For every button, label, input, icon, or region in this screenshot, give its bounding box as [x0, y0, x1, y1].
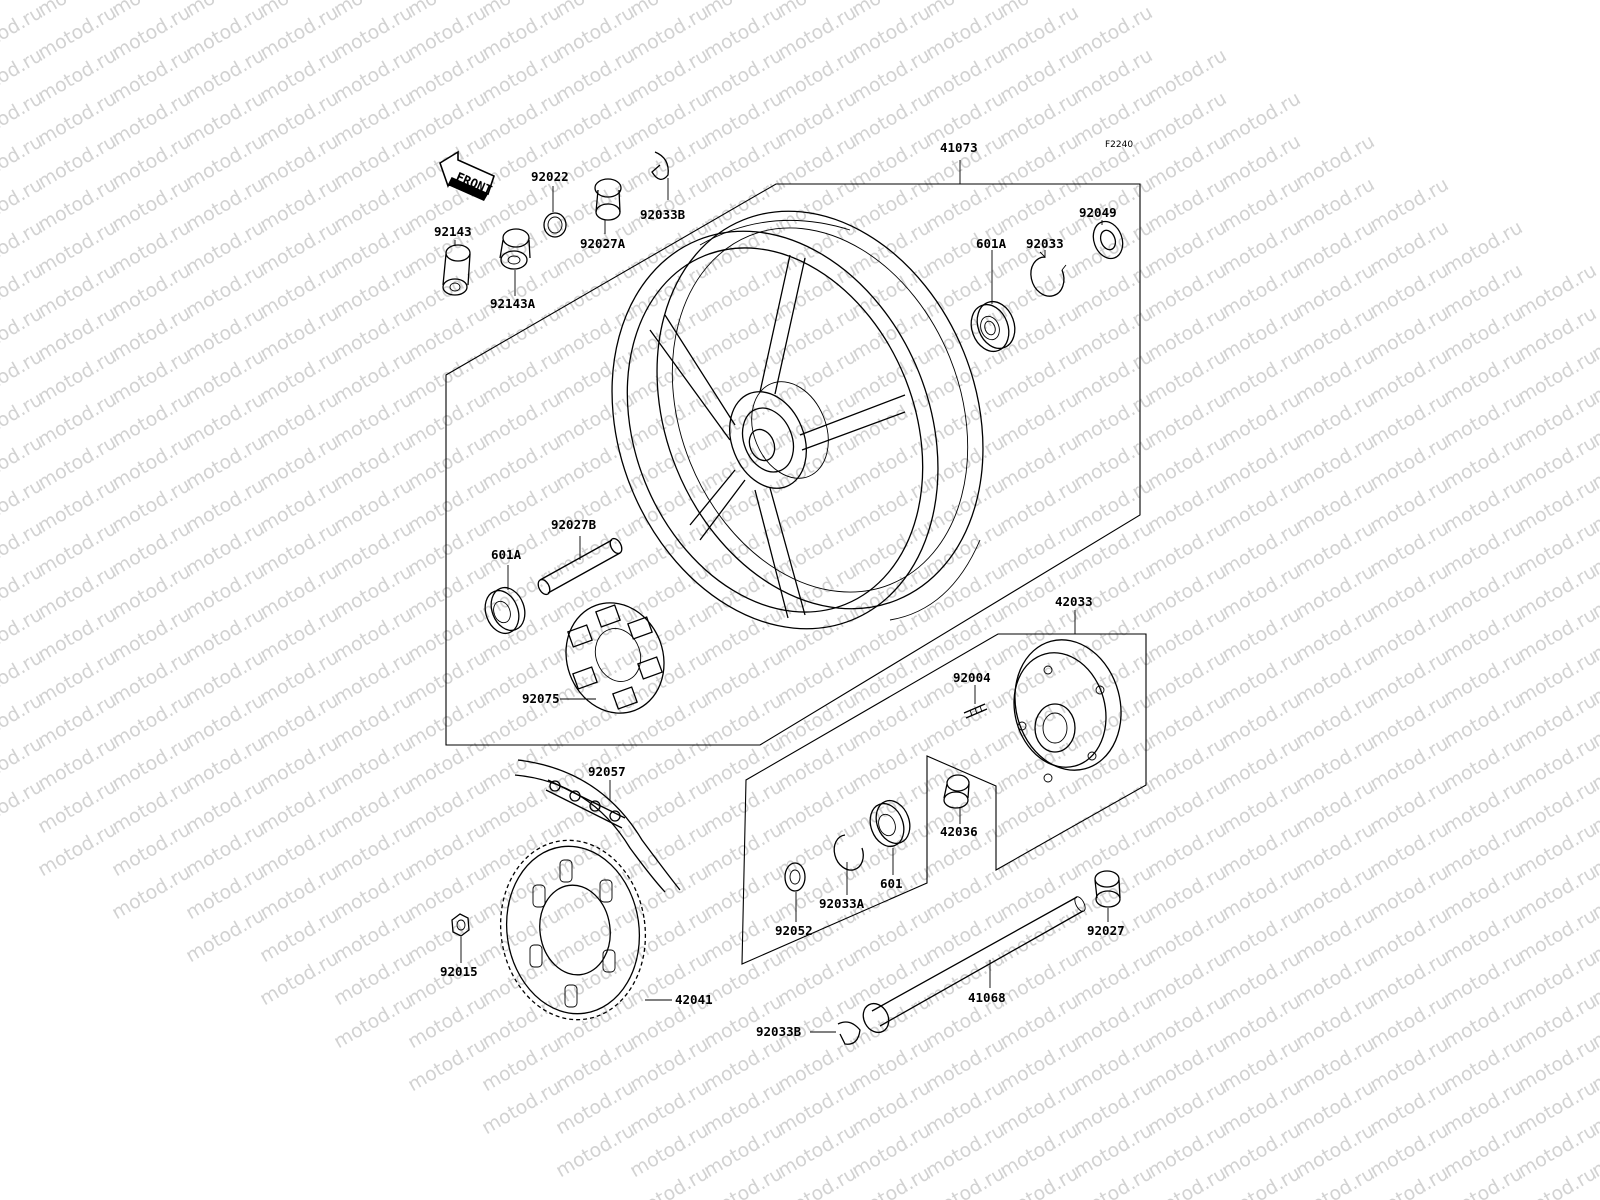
- damper-icon: [565, 602, 665, 714]
- chain-icon: [514, 759, 681, 893]
- part-label-92027A: 92027A: [580, 236, 626, 251]
- oil-seal-icon: [1092, 220, 1124, 260]
- axle-icon: [862, 896, 1086, 1034]
- part-label-92033A: 92033A: [819, 896, 865, 911]
- collar-axle-icon: [1094, 870, 1121, 908]
- collar-coupling-icon: [943, 774, 970, 809]
- front-arrow-icon: FRONT: [439, 150, 495, 201]
- bearing-right-icon: [970, 300, 1016, 353]
- circlip-icon: [1030, 251, 1067, 297]
- part-label-601: 601: [880, 876, 903, 891]
- collar-tube-icon: [537, 537, 623, 596]
- coupling-icon: [1013, 639, 1122, 783]
- part-label-92143A: 92143A: [490, 296, 536, 311]
- part-label-41068: 41068: [968, 990, 1006, 1005]
- part-label-92075: 92075: [522, 691, 560, 706]
- circlip-a-icon: [833, 834, 864, 871]
- part-label-92049: 92049: [1079, 205, 1117, 220]
- collar-icon: [442, 244, 471, 296]
- nut-icon: [451, 913, 470, 937]
- wheel-icon: [611, 210, 984, 630]
- part-label-92052: 92052: [775, 923, 813, 938]
- part-label-601A-left: 601A: [491, 547, 522, 562]
- bearing-left-icon: [484, 586, 526, 635]
- part-label-92033B-bottom: 92033B: [756, 1024, 802, 1039]
- stud-icon: [963, 703, 988, 719]
- part-label-42036: 42036: [940, 824, 978, 839]
- coupling-group-box: [741, 633, 1147, 965]
- part-label-42033: 42033: [1055, 594, 1093, 609]
- snap-ring-top-icon: [651, 151, 669, 180]
- snap-ring-bottom-icon: [837, 1021, 861, 1045]
- wheel-group-box: [445, 183, 1141, 746]
- part-label-92143: 92143: [434, 224, 472, 239]
- part-label-601A-right: 601A: [976, 236, 1007, 251]
- part-label-92033: 92033: [1026, 236, 1064, 251]
- bearing-icon: [869, 799, 911, 848]
- part-label-92027: 92027: [1087, 923, 1125, 938]
- figure-code: F2240: [1105, 140, 1133, 150]
- collar-a2-icon: [499, 228, 531, 270]
- part-label-41073: 41073: [940, 140, 978, 155]
- collar-a-icon: [594, 178, 622, 221]
- part-label-92004: 92004: [953, 670, 991, 685]
- seal-icon: [784, 862, 806, 892]
- part-label-92027B: 92027B: [551, 517, 597, 532]
- part-label-92033B-top: 92033B: [640, 207, 686, 222]
- part-label-92022: 92022: [531, 169, 569, 184]
- part-label-92015: 92015: [440, 964, 478, 979]
- sprocket-icon: [499, 839, 647, 1021]
- part-label-42041: 42041: [675, 992, 713, 1007]
- washer-icon: [543, 212, 567, 238]
- part-label-92057: 92057: [588, 764, 626, 779]
